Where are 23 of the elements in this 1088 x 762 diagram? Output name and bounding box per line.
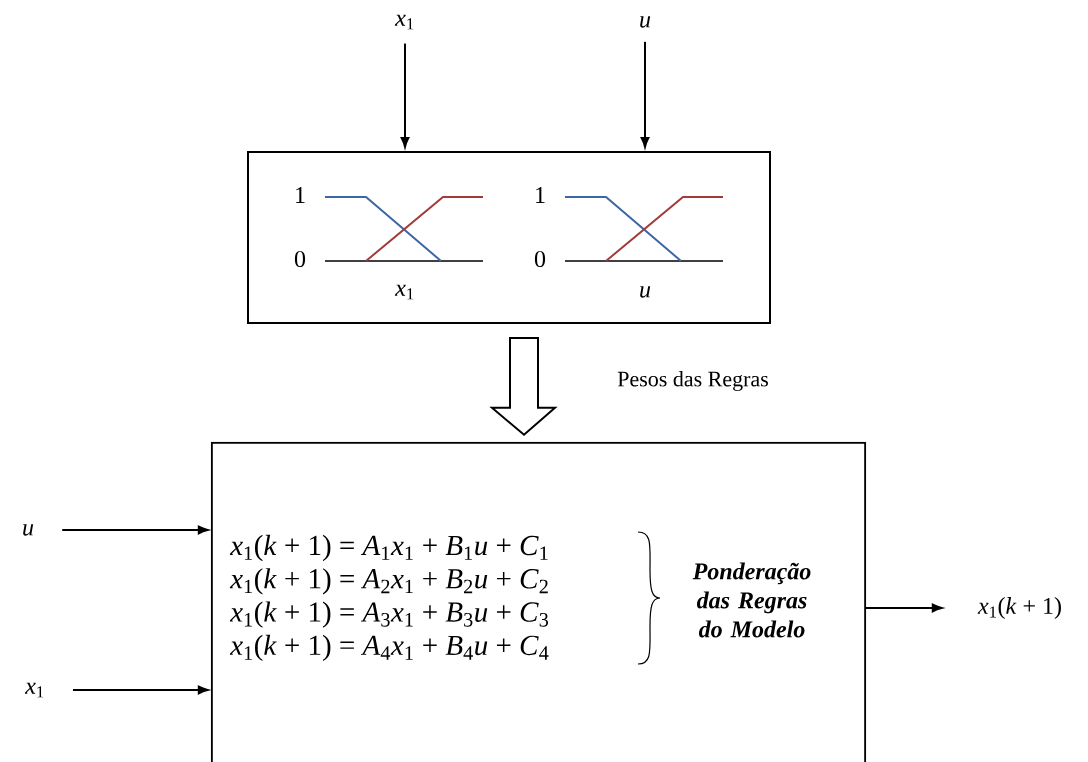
axis-label: 0 xyxy=(534,250,546,268)
variable-label: u xyxy=(640,16,651,28)
equation: x$_{1}$(k + 1) = A$_{2}$x$_{1}$ + B$_{2}$u + C$_{2}$ xyxy=(229,568,548,595)
arrow xyxy=(864,603,943,613)
edge-label: Pesos das Regras xyxy=(617,371,768,391)
equation: x$_{1}$(k + 1) = A$_{4}$x$_{1}$ + B$_{4}$u + C$_{4}$ xyxy=(229,634,549,662)
arrow xyxy=(61,525,209,535)
axis-label: x$_{1}$ xyxy=(394,284,414,300)
variable-label: x$_{1}$ xyxy=(24,682,44,698)
arrow xyxy=(640,40,650,148)
axis-label: 1 xyxy=(536,187,545,203)
axis-label: 1 xyxy=(296,187,305,203)
axis-label: u xyxy=(640,286,651,298)
arrow xyxy=(72,685,209,695)
variable-label: x$_{1}$ xyxy=(394,14,414,30)
equation: x$_{1}$(k + 1) = A$_{1}$x$_{1}$ + B$_{1}$u + C$_{1}$ xyxy=(229,534,548,562)
weighting-label: Ponderação das Regras do Modelo xyxy=(692,562,811,638)
arrow xyxy=(489,337,558,437)
axis-label: 0 xyxy=(294,250,306,268)
variable-label: x$_{1}$(k + 1) xyxy=(977,597,1061,619)
variable-label: u xyxy=(23,524,34,536)
equation: x$_{1}$(k + 1) = A$_{3}$x$_{1}$ + B$_{3}$u + C$_{3}$ xyxy=(229,601,549,628)
arrow xyxy=(400,42,410,148)
